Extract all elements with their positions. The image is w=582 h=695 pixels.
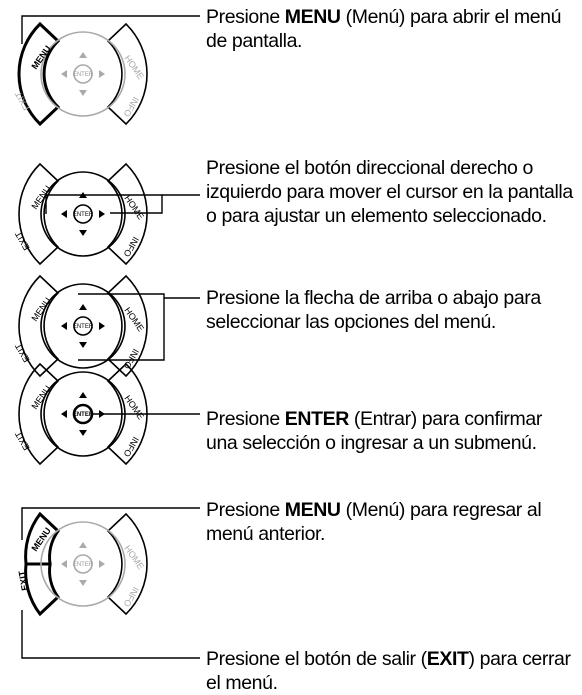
remote-diagram-menu-exit: ENTER MENU HOME EXIT INFO: [0, 490, 200, 640]
caption-text: Presione la flecha de arriba o abajo par…: [206, 287, 541, 333]
caption-text: Presione: [206, 408, 285, 430]
caption-bold: EXIT: [426, 648, 469, 670]
caption-text: Presione el botón direccional derecho o …: [206, 157, 573, 227]
enter-label: ENTER: [73, 324, 94, 330]
caption-text: (Entrar) para confirmar una selección o …: [206, 408, 542, 454]
remote-diagram-left-right: ENTER MENU HOME EXIT INFO: [0, 140, 200, 290]
caption-bold: MENU: [284, 6, 341, 28]
remote-diagram-up-down: ENTER MENU HOME EXIT INFO: [0, 252, 200, 402]
enter-label: ENTER: [73, 212, 94, 218]
caption-text: Presione el botón de salir (: [206, 648, 427, 670]
caption-step-3: Presione la flecha de arriba o abajo par…: [206, 286, 576, 334]
caption-step-5: Presione MENU (Menú) para regresar al me…: [206, 498, 576, 546]
caption-text: ) para cerrar el menú.: [206, 648, 571, 694]
caption-text: (Menú) para abrir el menú de pantalla.: [206, 6, 562, 52]
caption-bold: ENTER: [284, 408, 349, 430]
caption-text: Presione: [206, 499, 285, 521]
caption-text: (Menú) para regresar al menú anterior.: [206, 499, 542, 545]
caption-step-4: Presione ENTER (Entrar) para confirmar u…: [206, 407, 576, 455]
enter-label: ENTER: [73, 412, 94, 418]
caption-bold: MENU: [284, 499, 341, 521]
exit-label: EXIT: [17, 569, 30, 591]
enter-label: ENTER: [73, 562, 94, 568]
caption-step-6: Presione el botón de salir (EXIT) para c…: [206, 647, 576, 695]
caption-text: Presione: [206, 6, 285, 28]
remote-diagram-menu: ENTER MENU HOME EXIT INFO: [0, 0, 200, 150]
enter-label: ENTER: [73, 72, 94, 78]
caption-step-1: Presione MENU (Menú) para abrir el menú …: [206, 5, 576, 53]
caption-step-2: Presione el botón direccional derecho o …: [206, 156, 576, 228]
